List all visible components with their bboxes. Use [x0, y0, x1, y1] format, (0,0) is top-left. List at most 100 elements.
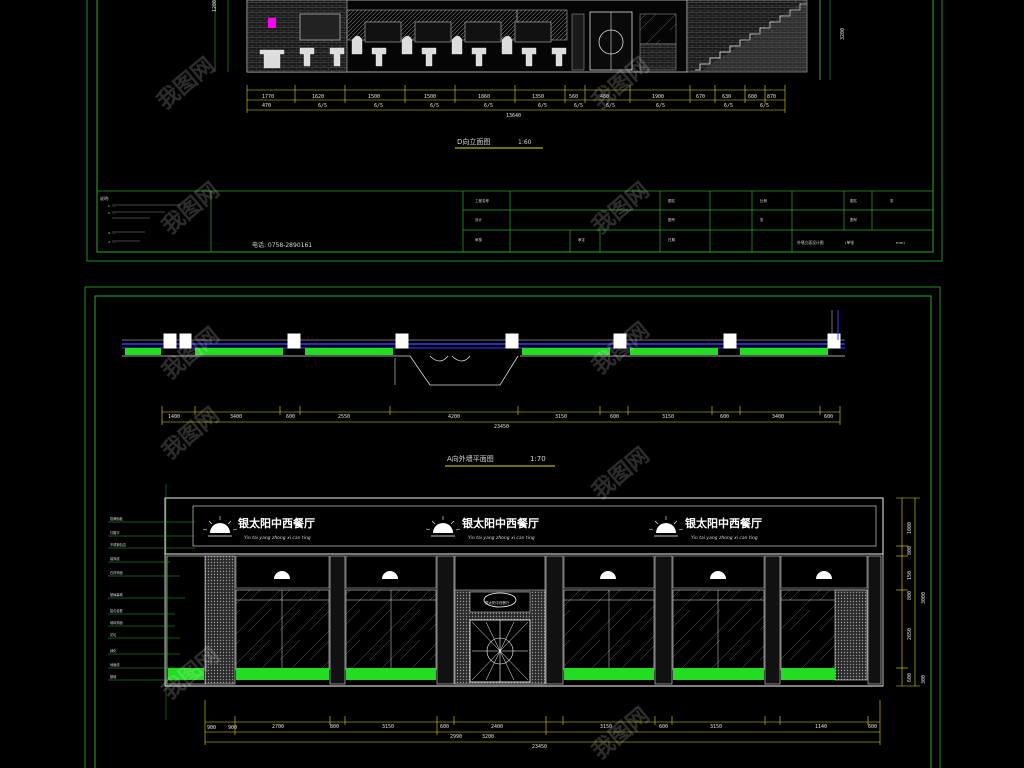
dim-label: 600: [824, 414, 833, 420]
a-facade-elevation: 银太阳中西餐厅 Yin tai yang zhong xi can ting 银…: [164, 497, 884, 687]
leader-label: 花坛: [110, 632, 117, 637]
dim-label: 2700: [272, 724, 284, 730]
dim-label: 600: [868, 724, 877, 730]
dim-label: 3150: [382, 724, 394, 730]
dim-label: 3150: [662, 414, 674, 420]
dim-label: 670: [696, 94, 705, 100]
sign-pinyin: Yin tai yang zhong xi can ting: [468, 535, 535, 541]
drawing-name-label: 图名: [668, 198, 675, 203]
check-label: 审核: [475, 237, 483, 242]
dim-label: 600: [720, 414, 729, 420]
leader-label: 玻璃幕墙: [110, 592, 124, 597]
view-title: D向立面图: [457, 137, 490, 146]
design-label: 设计: [475, 217, 483, 222]
dim-label: 6/5: [374, 103, 383, 109]
facade-planters: [168, 668, 835, 680]
dim-label: 460: [600, 94, 609, 100]
side-dim: 3200: [840, 28, 846, 40]
dim-label: 560: [569, 94, 578, 100]
sign-name: 银太阳中西餐厅: [238, 516, 315, 530]
dim-label: 600: [748, 94, 757, 100]
ratio-text: (单张: [845, 240, 854, 245]
phone-number: 电话: 0758-2890161: [252, 241, 312, 249]
dim-label: 600: [659, 724, 668, 730]
sign-name: 银太阳中西餐厅: [462, 516, 539, 530]
dim-label: 2400: [491, 724, 503, 730]
plan-columns: [163, 333, 841, 349]
vdim-label: 150: [907, 571, 913, 580]
dim-label: 6/5: [430, 103, 439, 109]
watermark-text: 我图网: [588, 443, 655, 505]
drawing-no-label: 图号: [850, 217, 858, 222]
plan-title: A向外墙平面图: [447, 454, 494, 463]
dim-label: 800: [330, 724, 339, 730]
note-line: 4. ....: [108, 240, 116, 244]
leader-label: 灯箱字: [110, 530, 120, 535]
side-dim: 1200: [212, 0, 218, 12]
leader-label: 基础: [110, 674, 116, 679]
planter-beds: [125, 348, 828, 355]
d-dimension-chain: 1770 1620 1500 1500 1860 1350 560 460 19…: [246, 85, 786, 119]
scale-label: 比例: [760, 198, 768, 203]
dim-label: 6/5: [538, 103, 547, 109]
plan-scale: 1:70: [530, 455, 546, 463]
dim-total: 23450: [494, 424, 509, 430]
vdim-label: 2650: [907, 628, 913, 640]
dim-label: 600: [286, 414, 295, 420]
dim-label: 3150: [600, 724, 612, 730]
dim-label: 1620: [312, 94, 324, 100]
dim-label: 6/5: [484, 103, 493, 109]
dim-label: 1500: [424, 94, 436, 100]
title-block-text: 说明: 1. .... 2. .... 3. .... 4. .... 电话: …: [100, 195, 905, 249]
left-leader-labels: 招牌面板 灯箱字 不锈钢包边 装饰线 石材饰面 玻璃幕墙 铝合金框 墙砖饰面 花…: [108, 484, 195, 720]
bottom-sheet-inner-frame: [94, 295, 932, 768]
top-sheet: 1200 3200 1770 1620 1500 1500 1860 1350: [86, 0, 943, 262]
leader-label: 招牌面板: [110, 516, 124, 521]
dim-label: 3400: [772, 414, 784, 420]
dim-label: 1500: [368, 94, 380, 100]
approve-label: 审定: [578, 237, 586, 242]
drawing-name: 外墙立面设计图: [797, 240, 824, 245]
dim-total: 23450: [532, 744, 547, 750]
leader-label: 装饰线: [110, 556, 120, 561]
dim-label: 600: [610, 414, 619, 420]
dim-label: 1350: [532, 94, 544, 100]
drawing-name-label: 图名: [850, 198, 857, 203]
window-bays: [166, 555, 868, 685]
dim-total: 13640: [506, 113, 521, 119]
bottom-sheet-outer-frame: [84, 286, 941, 768]
drawing-no-label: 图号: [668, 217, 676, 222]
project-label: 工程名称: [475, 198, 489, 203]
dim-label: 870: [767, 94, 776, 100]
door-badge: [483, 592, 517, 608]
sign-logo-3: [648, 516, 684, 537]
vdim-label: 3000: [921, 592, 927, 604]
dim-label: 3400: [230, 414, 242, 420]
d-elevation-drawing: 1200 3200: [212, 0, 846, 80]
sign-name: 银太阳中西餐厅: [685, 516, 762, 530]
dim-label: 1140: [815, 724, 827, 730]
watermark-text: 我图网: [588, 178, 655, 240]
dim-label: 6/5: [724, 103, 733, 109]
dim-label: 6/5: [760, 103, 769, 109]
watermark-text: 我图网: [588, 703, 655, 765]
sign-pinyin: Yin tai yang zhong xi can ting: [691, 535, 758, 541]
vdim-label: 600: [907, 673, 913, 682]
date-label: 日期: [668, 237, 676, 242]
door-badge-text: 银太阳中西餐厅: [485, 600, 510, 605]
leader-label: 铝合金框: [110, 608, 124, 613]
watermark-text: 我图网: [153, 53, 220, 115]
dim-label: 3150: [555, 414, 567, 420]
dim-label: 1770: [262, 94, 274, 100]
vdim-label: 1000: [907, 522, 913, 534]
leader-label: 石材饰面: [110, 570, 123, 575]
dim-label: 6/5: [574, 103, 583, 109]
vdim-label: 800: [907, 591, 913, 600]
vdim-label: 800: [907, 546, 913, 555]
bottom-sheet: 1400 3400 600 2550 4200 3150 600 3150 60…: [84, 286, 941, 768]
entrance-door: 银太阳中西餐厅: [454, 555, 546, 685]
dim-label: 1400: [168, 414, 180, 420]
dim-label: 6/5: [656, 103, 665, 109]
sign-logo-2: [425, 516, 461, 537]
sheet-label: 张: [890, 198, 894, 203]
